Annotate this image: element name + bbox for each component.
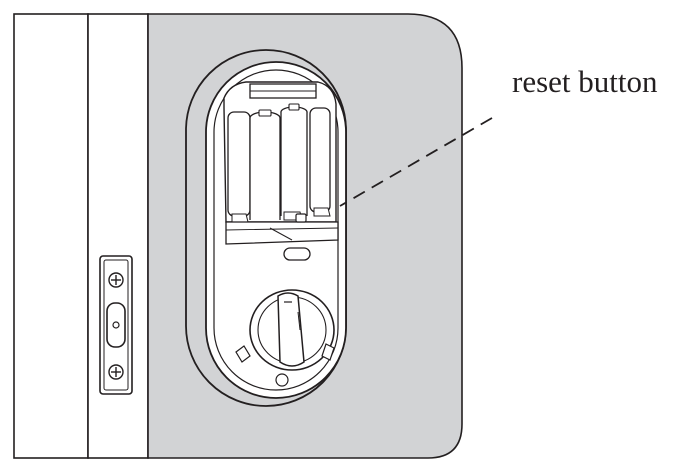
lock-bottom-details [235,343,335,387]
battery-2 [249,109,281,220]
latch-plate [99,255,133,395]
reset-button-label: reset button [512,64,658,99]
callout-leader-line [339,117,493,207]
battery-4 [309,107,331,213]
reset-button[interactable] [295,213,307,223]
latch-screw-top [108,272,124,288]
thumb-turn[interactable] [249,289,335,371]
latch-bolt [106,302,126,348]
door-frame [13,13,89,459]
battery-compartment [223,81,337,223]
latch-screw-bottom [108,364,124,380]
battery-1 [227,111,251,217]
battery-3 [280,103,308,216]
circuit-strip [225,213,339,245]
cover-slot [283,247,311,261]
